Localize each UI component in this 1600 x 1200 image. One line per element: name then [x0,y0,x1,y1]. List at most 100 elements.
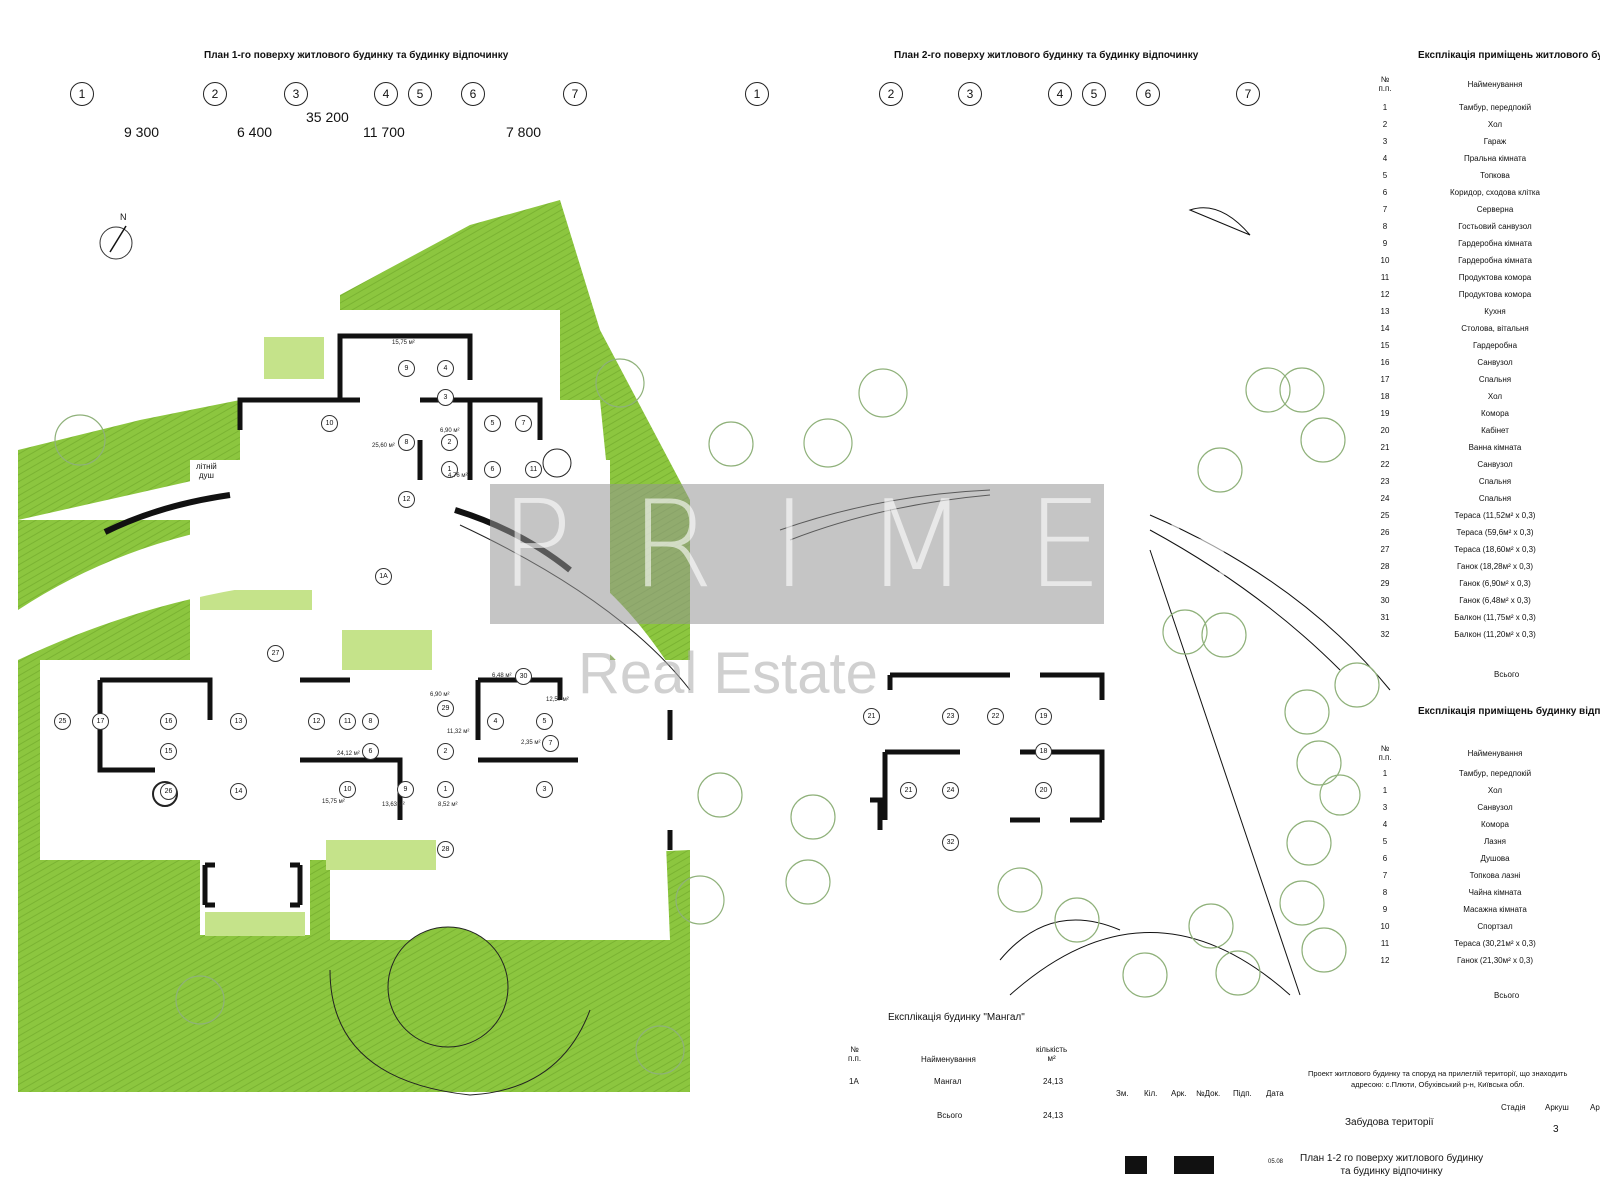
row-number: 25 [1380,511,1390,520]
room-tag[interactable]: 4 [437,360,454,377]
col-name: Найменування [1467,79,1523,89]
stamp-section: Забудова території [1345,1117,1434,1128]
table-row: 25 Тераса (11,52м² х 0,3) [1370,507,1590,524]
stamp-date: 05.08 [1268,1159,1284,1165]
room-tag[interactable]: 30 [515,668,532,685]
row-number: 29 [1380,579,1390,588]
terrace-area [200,590,312,610]
row-name: Тераса (59,6м² х 0,3) [1456,528,1534,537]
room-tag[interactable]: 2 [441,434,458,451]
row-number: 19 [1380,409,1390,418]
row-number: 11 [1380,939,1390,948]
room-tag[interactable]: 20 [1035,782,1052,799]
room-tag[interactable]: 18 [1035,743,1052,760]
row-name: Ганок (6,90м² х 0,3) [1459,579,1531,588]
room-tag[interactable]: 7 [542,735,559,752]
room-tag[interactable]: 8 [362,713,379,730]
room-tag[interactable]: 27 [267,645,284,662]
room-tag[interactable]: 5 [484,415,501,432]
room-tag[interactable]: 1 [437,781,454,798]
row-name: Кабінет [1481,426,1509,435]
room-tag[interactable]: 3 [536,781,553,798]
room-tag[interactable]: 15 [160,743,177,760]
stamp-signature-block [1174,1156,1214,1174]
dimension-label: 7 800 [506,124,542,140]
axis-marker: 2 [203,82,227,106]
room-tag[interactable]: 19 [1035,708,1052,725]
axis-marker: 7 [563,82,587,106]
room-tag[interactable]: 29 [437,700,454,717]
room-tag[interactable]: 10 [339,781,356,798]
room-tag[interactable]: 8 [398,434,415,451]
room-tag[interactable]: 21 [863,708,880,725]
row-name: Хол [1487,392,1503,401]
room-tag[interactable]: 28 [437,841,454,858]
room-tag[interactable]: 24 [942,782,959,799]
room-tag[interactable]: 13 [230,713,247,730]
green-lawn [18,400,240,520]
room-tag[interactable]: 5 [536,713,553,730]
row-number: 22 [1380,460,1390,469]
axis-marker: 5 [1082,82,1106,106]
row-number: 28 [1380,562,1390,571]
room-tag[interactable]: 4 [487,713,504,730]
axis-marker: 1 [70,82,94,106]
room-tag[interactable]: 16 [160,713,177,730]
axis-marker: 6 [1136,82,1160,106]
room-tag[interactable]: 17 [92,713,109,730]
room-tag[interactable]: 25 [54,713,71,730]
mangal-total-label: Всього [937,1111,963,1120]
room-tag[interactable]: 26 [160,783,177,800]
room-tag[interactable]: 23 [942,708,959,725]
table-house-total: Всього [1494,670,1520,679]
room-tag[interactable]: 2 [437,743,454,760]
room-tag[interactable]: 11 [525,461,542,478]
mangal-col-no: № п.п. [848,1045,862,1063]
room-tag[interactable]: 10 [321,415,338,432]
room-tag[interactable]: 6 [484,461,501,478]
axis-marker: 7 [1236,82,1260,106]
stamp-col: №Док. [1196,1089,1221,1098]
room-tag[interactable]: 3 [437,389,454,406]
room-tag[interactable]: 1 [441,461,458,478]
room-tag[interactable]: 21 [900,782,917,799]
room-tag[interactable]: 22 [987,708,1004,725]
room-tag[interactable]: 12 [308,713,325,730]
area-label: 12,57 м² [546,697,569,703]
axis-marker: 5 [408,82,432,106]
room-tag[interactable]: 14 [230,783,247,800]
area-label: 15,75 м² [392,340,415,346]
row-name: Лазня [1483,837,1507,846]
row-number: 11 [1380,273,1390,282]
row-name: Комора [1481,820,1509,829]
table-house-header: № п.п. Найменування [1370,71,1590,97]
row-number: 12 [1380,956,1390,965]
row-number: 4 [1382,820,1388,829]
room-tag[interactable]: 1А [375,568,392,585]
room-tag[interactable]: 11 [339,713,356,730]
area-label: 25,60 м² [372,443,395,449]
hot-tub-circle [152,781,178,807]
north-label: N [120,212,127,222]
room-tag[interactable]: 6 [362,743,379,760]
row-name: Спальня [1478,375,1512,384]
stamp-stage-col: Аркуш [1545,1103,1569,1112]
room-tag[interactable]: 9 [397,781,414,798]
room-tag[interactable]: 7 [515,415,532,432]
room-tag[interactable]: 12 [398,491,415,508]
room-tag[interactable]: 9 [398,360,415,377]
room-tag[interactable]: 32 [942,834,959,851]
row-name: Тераса (11,52м² х 0,3) [1454,511,1536,520]
